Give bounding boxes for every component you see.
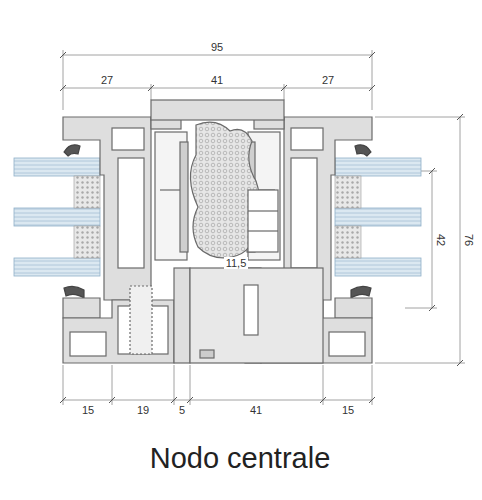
dimension-label: 15 — [80, 404, 96, 416]
dimension-label: 11,5 — [224, 257, 249, 269]
dimension-label: 41 — [209, 74, 225, 86]
dimension-label: 76 — [463, 232, 475, 248]
caption: Nodo centrale — [150, 442, 331, 475]
dimension-label: 15 — [340, 404, 356, 416]
dimension-label: 41 — [248, 404, 264, 416]
dimension-label: 5 — [177, 404, 187, 416]
dimension-label: 95 — [209, 41, 225, 53]
dimension-label: 27 — [99, 74, 115, 86]
dimension-label: 42 — [435, 232, 447, 248]
dimension-label: 19 — [135, 404, 151, 416]
dimension-label: 27 — [320, 74, 336, 86]
